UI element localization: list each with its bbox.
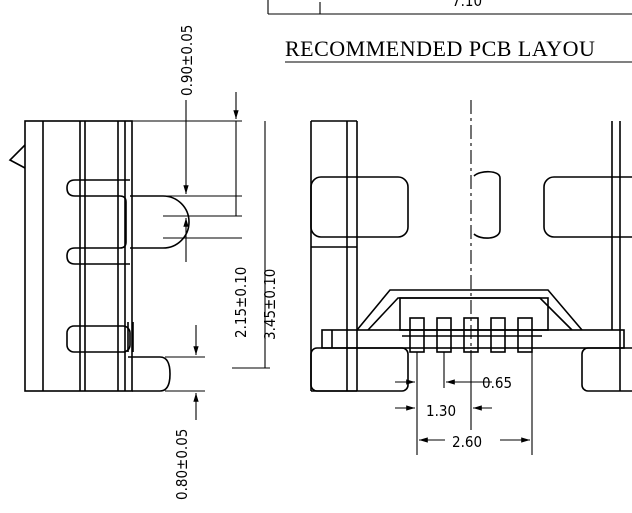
dim-260-label: 2.60	[452, 433, 482, 451]
dim-090-label: 0.90±0.05	[178, 25, 196, 96]
side-dimensions: 0.90±0.05 2.15±0.10 3.45±0.10 0.80±0.05	[132, 25, 279, 500]
dim-080-label: 0.80±0.05	[173, 429, 191, 500]
top-dimension: 7.10	[267, 0, 632, 15]
top-dimension-label: 7.10	[452, 0, 482, 10]
dim-345-label: 3.45±0.10	[261, 269, 279, 340]
pcb-dimensions: 0.65 1.30 2.60	[395, 352, 533, 455]
dim-065-label: 0.65	[482, 374, 512, 392]
layout-title: RECOMMENDED PCB LAYOU	[285, 36, 632, 63]
dim-215-label: 2.15±0.10	[232, 267, 250, 338]
dim-130-label: 1.30	[426, 402, 456, 420]
side-view	[8, 120, 190, 392]
pcb-layout	[310, 100, 632, 392]
contact-pads	[402, 317, 542, 353]
pcb-layout-title: RECOMMENDED PCB LAYOU	[285, 36, 595, 61]
